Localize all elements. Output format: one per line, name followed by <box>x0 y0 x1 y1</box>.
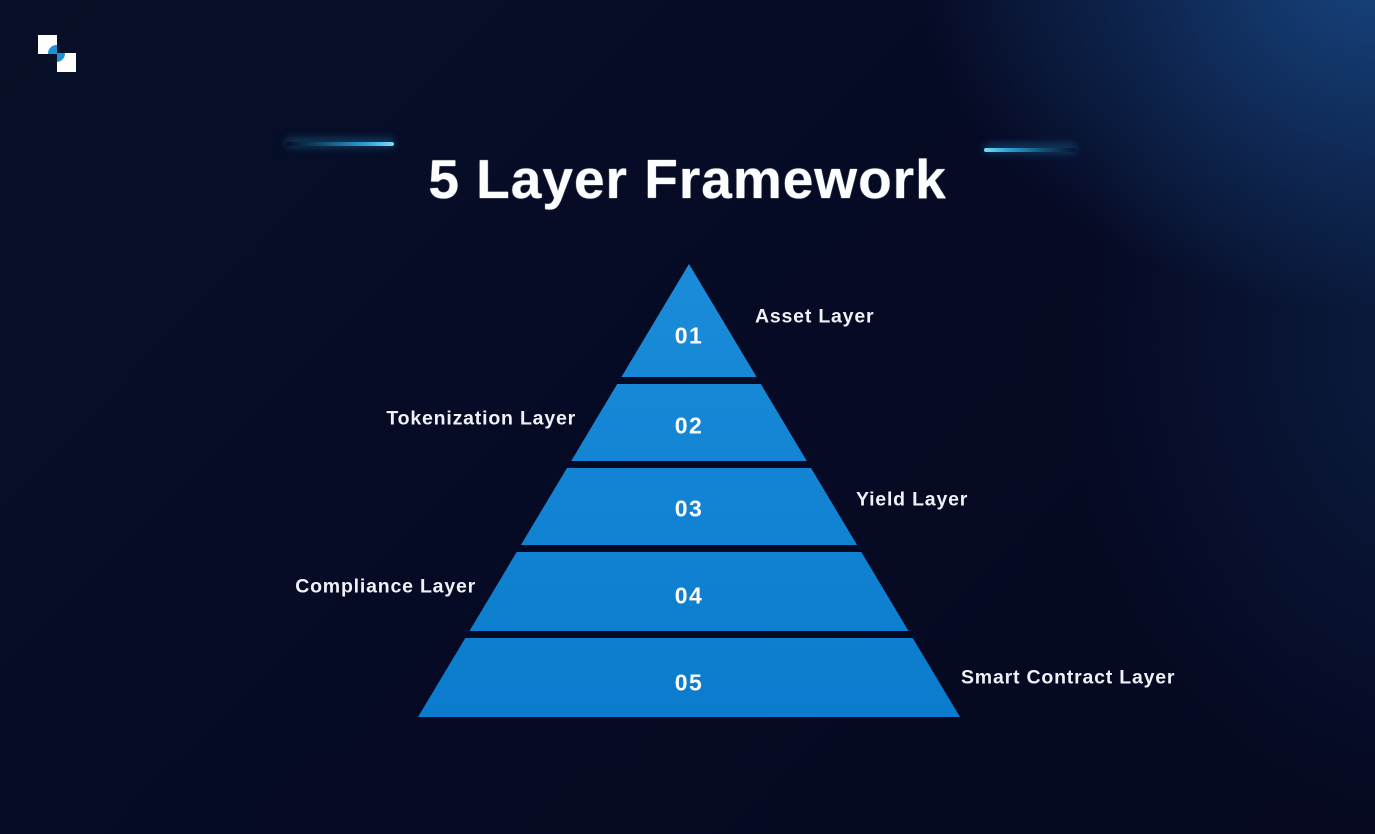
title-streak-left-icon <box>286 142 394 146</box>
pyramid-layer-04 <box>469 552 909 631</box>
title-streak-right-icon <box>984 148 1076 152</box>
layer-label-compliance: Compliance Layer <box>295 575 476 598</box>
layer-label-yield: Yield Layer <box>856 488 969 511</box>
page-title: 5 Layer Framework <box>428 147 947 210</box>
layer-number-01: 01 <box>674 322 704 349</box>
layer-label-smart-contract: Smart Contract Layer <box>961 666 1176 689</box>
pyramid-layer-02 <box>571 384 807 461</box>
layer-number-02: 02 <box>674 412 704 439</box>
brand-logo <box>38 35 76 72</box>
layer-number-05: 05 <box>674 669 704 696</box>
layer-label-tokenization: Tokenization Layer <box>386 407 576 430</box>
layer-number-03: 03 <box>674 495 704 522</box>
layer-number-04: 04 <box>674 582 704 609</box>
pyramid-layer-05 <box>418 638 960 717</box>
layer-label-asset: Asset Layer <box>755 305 875 328</box>
pyramid-layer-03 <box>520 468 858 545</box>
pyramid-layer-01 <box>621 264 757 377</box>
